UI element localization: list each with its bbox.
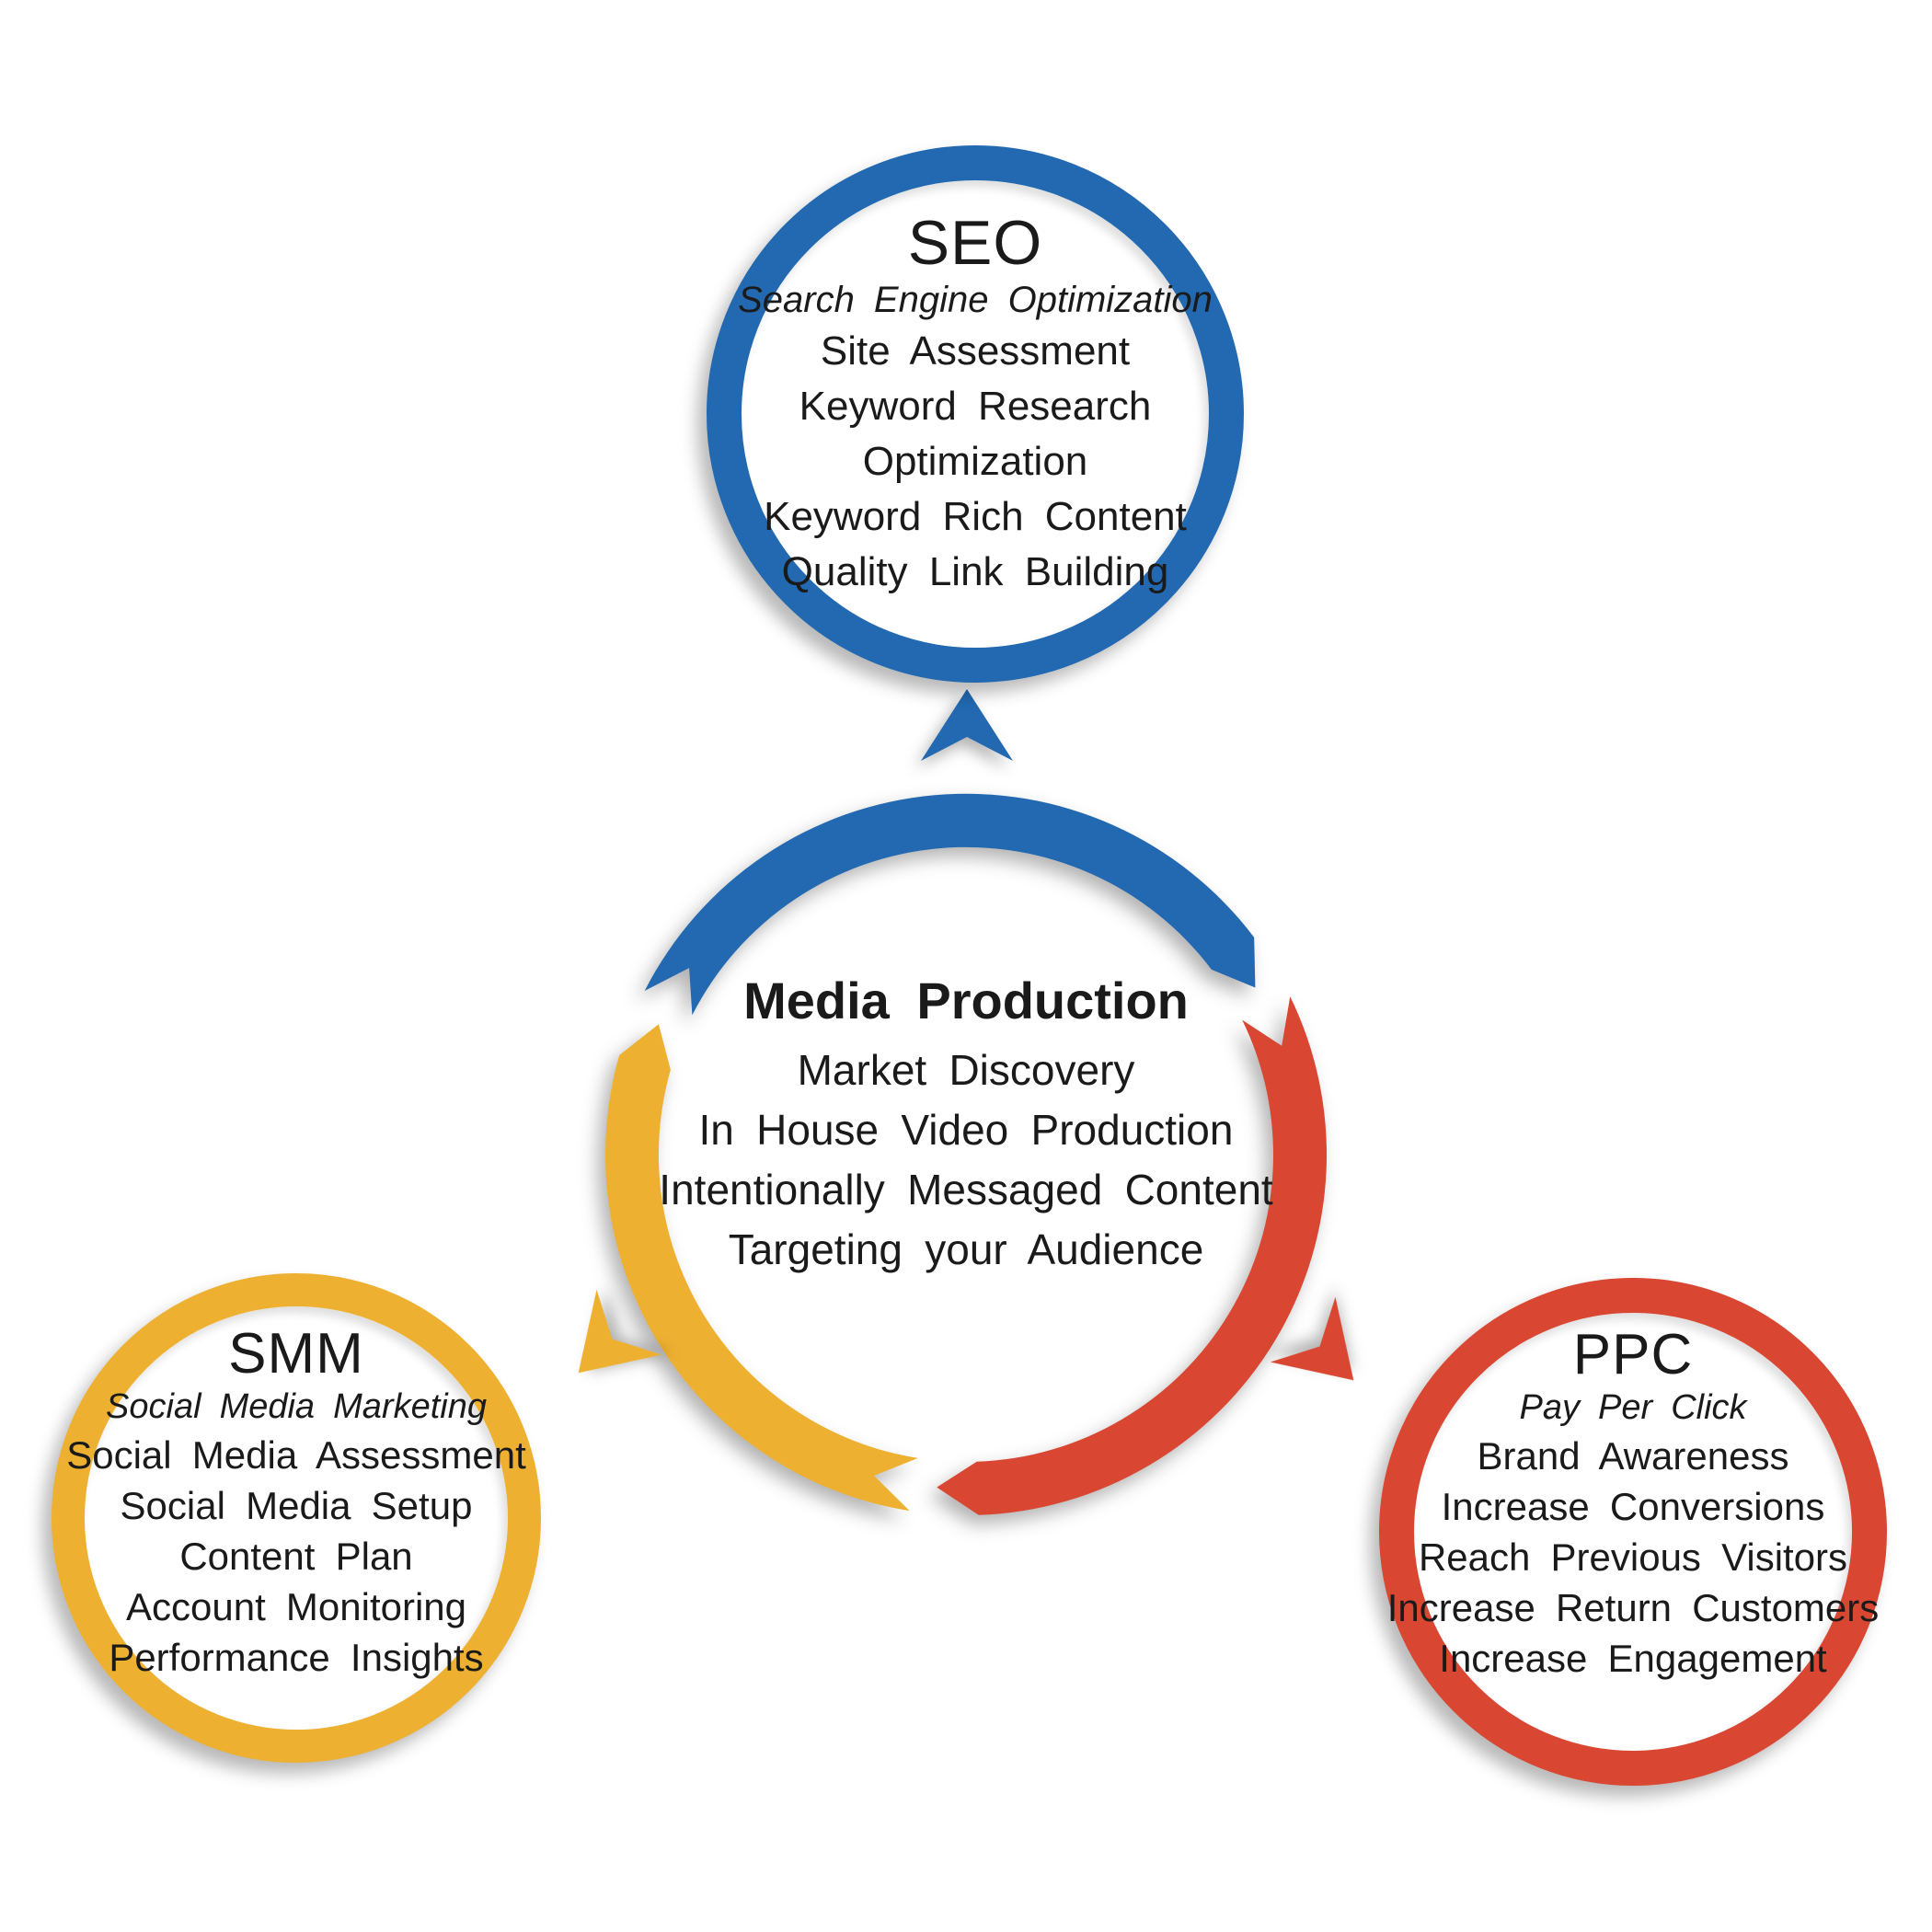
list-item: Quality Link Building [781,549,1169,594]
list-item: Performance Insights [109,1636,484,1679]
list-item: In House Video Production [698,1106,1234,1154]
list-item: Content Plan [179,1535,413,1578]
cycle-arc-blue [644,793,1256,1016]
list-item: Market Discovery [797,1046,1135,1094]
ppc-title: PPC [1572,1323,1694,1386]
list-item: Targeting your Audience [728,1225,1204,1273]
media-production-content: Media Production Market Discovery In Hou… [644,971,1288,1280]
ppc-subtitle: Pay Per Click [1519,1388,1747,1427]
list-item: Optimization [862,439,1088,484]
list-item: Social Media Assessment [66,1433,526,1477]
ppc-arrow-icon [1270,1296,1354,1381]
list-item: Increase Return Customers [1386,1586,1880,1629]
list-item: Account Monitoring [125,1585,467,1628]
list-item: Increase Engagement [1439,1637,1827,1680]
list-item: Brand Awareness [1477,1434,1789,1478]
list-item: Site Assessment [820,328,1131,374]
smm-title: SMM [228,1322,364,1386]
smm-circle [52,1273,541,1763]
smm-arrow-icon [578,1289,662,1374]
media-production-title: Media Production [743,972,1189,1029]
smm-subtitle: Social Media Marketing [106,1387,487,1426]
seo-content: SEO Search Engine Optimization Site Asse… [708,210,1242,600]
list-item: Social Media Setup [120,1484,473,1527]
ppc-content: PPC Pay Per Click Brand Awareness Increa… [1366,1326,1900,1684]
seo-title: SEO [907,208,1043,278]
list-item: Keyword Rich Content [764,494,1187,539]
list-item: Keyword Research [799,384,1152,429]
list-item: Reach Previous Visitors [1418,1535,1848,1579]
seo-subtitle: Search Engine Optimization [738,280,1213,320]
seo-arrow-icon [921,689,1013,761]
list-item: Increase Conversions [1441,1485,1825,1528]
cycle-arc-red [937,996,1328,1515]
smm-content: SMM Social Media Marketing Social Media … [29,1325,563,1683]
seo-items: Site Assessment Keyword Research Optimiz… [708,324,1242,600]
list-item: Intentionally Messaged Content [659,1166,1273,1213]
media-production-items: Market Discovery In House Video Producti… [644,1041,1288,1280]
cycle-arc-yellow [605,1024,918,1512]
ppc-items: Brand Awareness Increase Conversions Rea… [1366,1431,1900,1684]
smm-items: Social Media Assessment Social Media Set… [29,1430,563,1683]
